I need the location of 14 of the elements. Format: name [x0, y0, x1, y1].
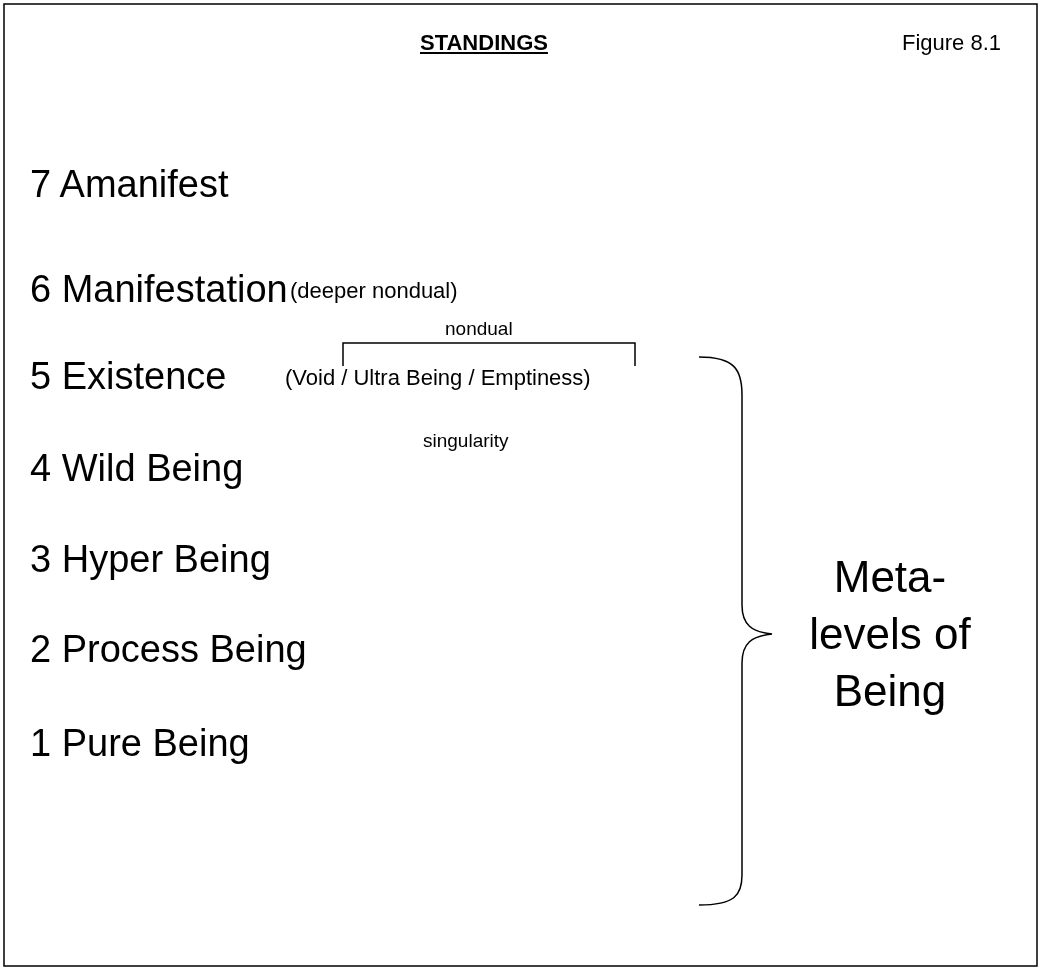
annotation: (Void / Ultra Being / Emptiness) — [285, 365, 591, 391]
level-label: 7 Amanifest — [30, 163, 229, 207]
annotation: (deeper nondual) — [290, 278, 458, 304]
annotation: singularity — [423, 430, 509, 452]
level-label: 4 Wild Being — [30, 447, 244, 491]
level-label: 3 Hyper Being — [30, 538, 271, 582]
title: STANDINGS — [420, 30, 548, 56]
level-label: 5 Existence — [30, 355, 227, 399]
bracket-label: nondual — [445, 318, 513, 340]
brace-label: Meta- levels of Being — [808, 551, 972, 718]
figure-number: Figure 8.1 — [902, 30, 1002, 56]
level-label: 1 Pure Being — [30, 722, 250, 766]
level-label: 2 Process Being — [30, 628, 307, 672]
level-label: 6 Manifestation — [30, 268, 288, 312]
